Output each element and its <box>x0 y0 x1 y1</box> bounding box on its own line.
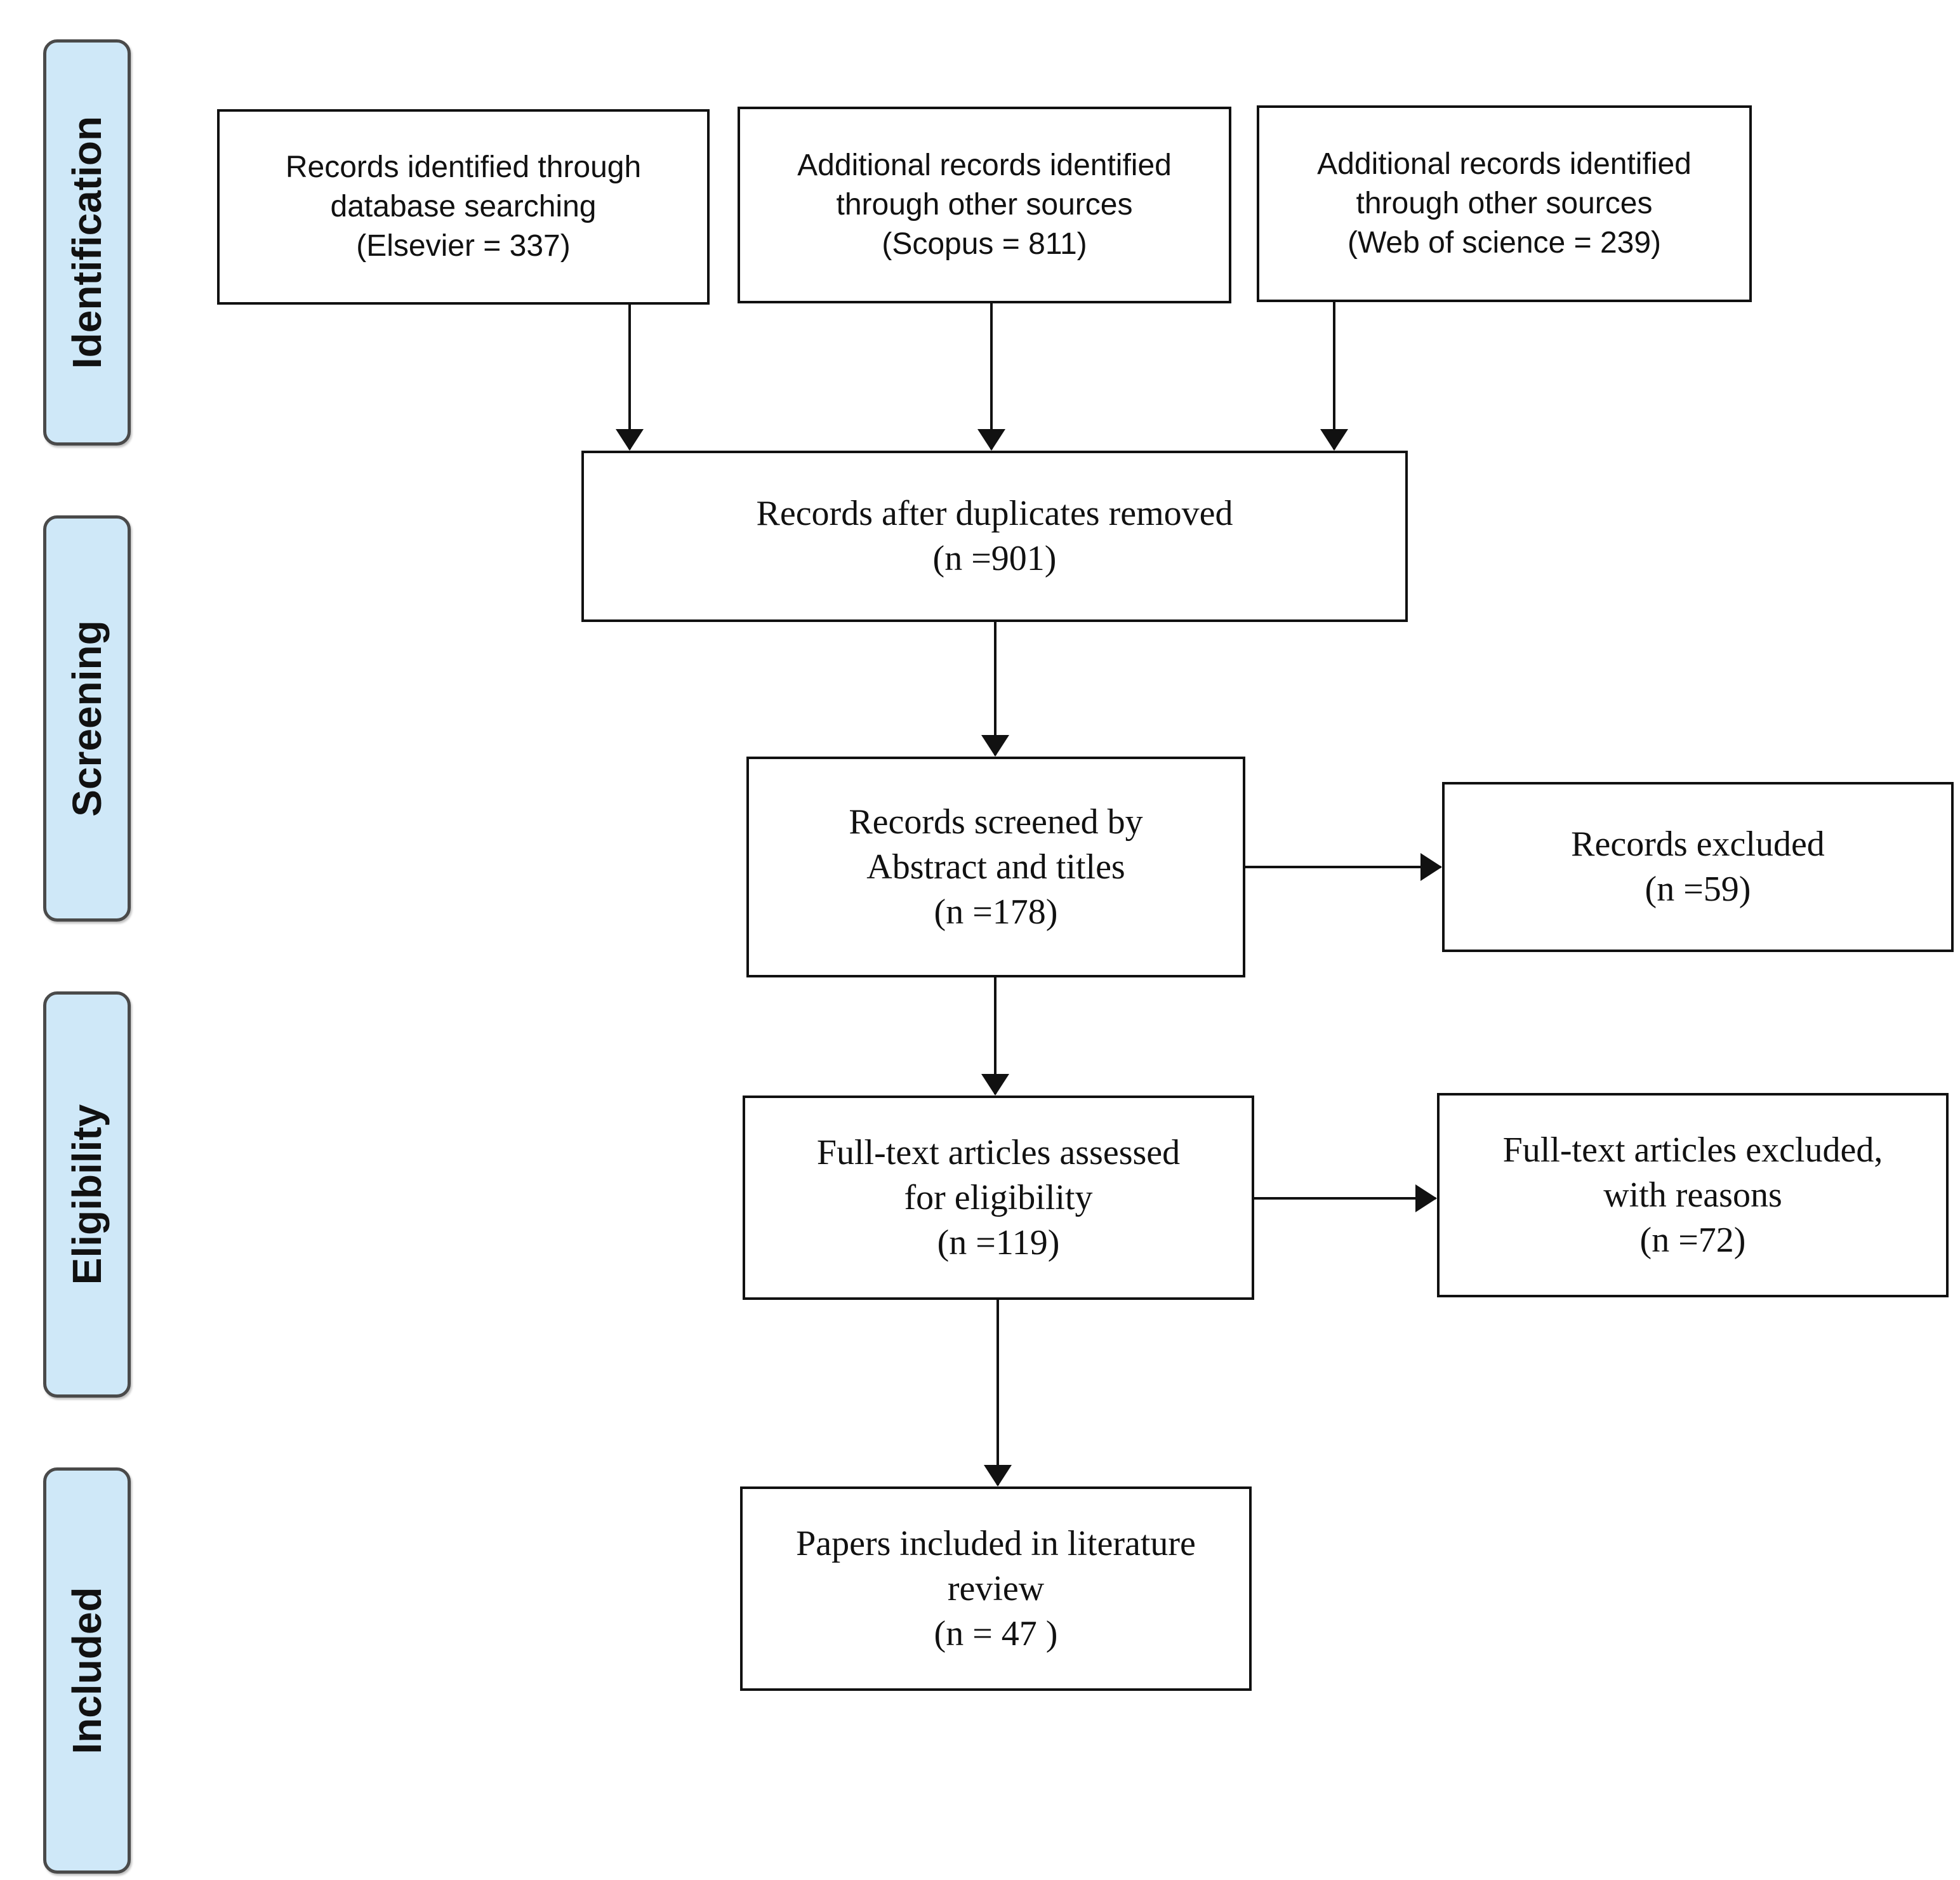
box-included-line2: review <box>947 1568 1045 1608</box>
box-wos-records: Additional records identified through ot… <box>1257 105 1752 302</box>
box-fulltext-excluded-line3: (n =72) <box>1639 1220 1746 1260</box>
arrowhead-scopus <box>977 429 1005 451</box>
box-assessed-line2: for eligibility <box>904 1177 1093 1217</box>
box-records-screened: Records screened by Abstract and titles … <box>746 757 1245 977</box>
box-database-line1: Records identified through <box>285 150 642 184</box>
box-assessed-line3: (n =119) <box>937 1222 1060 1262</box>
arrowhead-database <box>616 429 644 451</box>
phase-screening-label: Screening <box>64 620 110 817</box>
box-duplicates-line2: (n =901) <box>932 539 1057 578</box>
box-fulltext-assessed: Full-text articles assessed for eligibil… <box>743 1096 1254 1300</box>
box-scopus-line2: through other sources <box>836 188 1133 222</box>
phase-identification-label: Identification <box>64 116 110 369</box>
box-assessed-line1: Full-text articles assessed <box>816 1132 1181 1172</box>
box-database-line3: (Elsevier = 337) <box>356 229 571 263</box>
box-screened-line2: Abstract and titles <box>866 847 1125 887</box>
arrowhead-screened <box>981 735 1009 757</box>
phase-eligibility: Eligibility <box>43 991 131 1398</box>
arrowhead-records-excluded <box>1420 853 1442 881</box>
arrowhead-assessed <box>981 1074 1009 1096</box>
box-included-line1: Papers included in literature <box>796 1523 1196 1563</box>
box-fulltext-excluded: Full-text articles excluded, with reason… <box>1437 1093 1949 1297</box>
box-excluded-line2: (n =59) <box>1645 870 1751 909</box>
box-wos-line1: Additional records identified <box>1317 147 1692 181</box>
box-wos-line2: through other sources <box>1356 187 1653 220</box>
box-excluded-line1: Records excluded <box>1571 824 1825 864</box>
box-screened-line3: (n =178) <box>934 892 1058 932</box>
arrowhead-fulltext-excluded <box>1415 1184 1437 1212</box>
box-fulltext-excluded-line2: with reasons <box>1603 1175 1782 1215</box>
arrowhead-included <box>984 1465 1012 1486</box>
box-included-line3: (n = 47 ) <box>934 1613 1058 1653</box>
box-database-line2: database searching <box>330 190 597 223</box>
box-duplicates-line1: Records after duplicates removed <box>756 494 1233 533</box>
box-duplicates-removed: Records after duplicates removed (n =901… <box>581 451 1408 622</box>
phase-included: Included <box>43 1467 131 1874</box>
phase-identification: Identification <box>43 39 131 446</box>
box-database-searching: Records identified through database sear… <box>217 109 710 305</box>
arrowhead-wos <box>1320 429 1348 451</box>
box-papers-included: Papers included in literature review (n … <box>740 1486 1252 1691</box>
phase-eligibility-label: Eligibility <box>64 1104 110 1285</box>
box-fulltext-excluded-line1: Full-text articles excluded, <box>1502 1130 1883 1170</box>
box-records-excluded: Records excluded (n =59) <box>1442 782 1954 952</box>
box-scopus-line1: Additional records identified <box>797 149 1172 182</box>
phase-included-label: Included <box>64 1587 110 1754</box>
phase-screening: Screening <box>43 515 131 922</box>
box-scopus-line3: (Scopus = 811) <box>882 227 1087 261</box>
box-scopus-records: Additional records identified through ot… <box>738 107 1231 303</box>
box-wos-line3: (Web of science = 239) <box>1347 226 1662 260</box>
box-screened-line1: Records screened by <box>849 802 1143 842</box>
